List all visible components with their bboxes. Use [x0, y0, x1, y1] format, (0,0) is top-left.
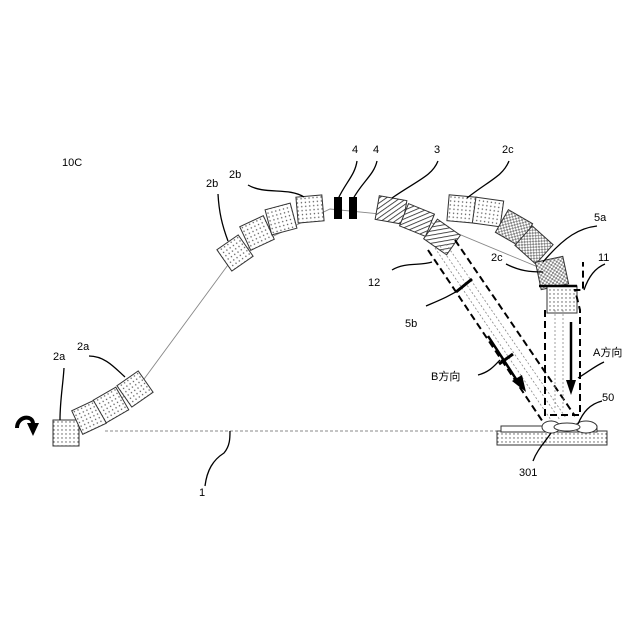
label-2a-right: 2a — [77, 341, 90, 353]
arrow-b-shaft — [488, 336, 518, 382]
leader-4-left — [338, 161, 357, 199]
label-3: 3 — [434, 144, 440, 156]
steering-magnet-1 — [334, 197, 342, 219]
label-2b-left: 2b — [206, 178, 218, 190]
label-2c-top: 2c — [502, 144, 514, 156]
magnet-block-2a-1 — [53, 420, 79, 446]
label-50: 50 — [602, 392, 614, 404]
leader-50 — [578, 401, 602, 424]
magnet-block-2b-4 — [296, 195, 324, 223]
magnet-block-2c-5 — [535, 256, 568, 289]
label-4-right: 4 — [373, 144, 379, 156]
leader-2a-right — [89, 356, 125, 377]
label-12: 12 — [368, 277, 380, 289]
leader-b-direction — [478, 360, 500, 375]
leader-a-direction — [578, 362, 604, 378]
leader-12 — [392, 262, 432, 270]
rotation-arrow-icon — [17, 418, 39, 436]
leader-3 — [392, 161, 438, 198]
label-2c-mid: 2c — [491, 252, 503, 264]
steering-magnets-4 — [334, 197, 357, 219]
leader-2c-top — [467, 161, 509, 198]
magnet-block-2c-6 — [547, 286, 577, 313]
magnet-group-2b — [217, 195, 324, 271]
label-2a-left: 2a — [53, 351, 66, 363]
label-1: 1 — [199, 487, 205, 499]
label-direction-a: A方向 — [593, 345, 622, 359]
treatment-table — [497, 421, 607, 445]
magnet-group-2a — [53, 371, 153, 446]
leader-4-right — [353, 161, 377, 199]
figure-id-label: 10C — [62, 157, 82, 169]
leader-2b-left — [218, 194, 228, 241]
label-4-left: 4 — [352, 144, 358, 156]
steering-magnet-2 — [349, 197, 357, 219]
leader-1 — [205, 431, 230, 486]
label-2b-right: 2b — [229, 169, 241, 181]
label-5a: 5a — [594, 212, 607, 224]
leader-2b-right — [248, 185, 304, 197]
arrow-a-head-icon — [566, 380, 576, 395]
magnet-block-2c-2 — [472, 197, 503, 227]
leader-5b — [426, 288, 462, 306]
target-region — [554, 423, 580, 431]
label-301: 301 — [519, 467, 537, 479]
label-5b: 5b — [405, 318, 417, 330]
leader-2a-left — [60, 368, 64, 420]
label-11: 11 — [598, 252, 609, 264]
leader-11 — [584, 264, 605, 290]
label-direction-b: B方向 — [431, 369, 460, 383]
scanner-magnets-3 — [375, 196, 460, 255]
